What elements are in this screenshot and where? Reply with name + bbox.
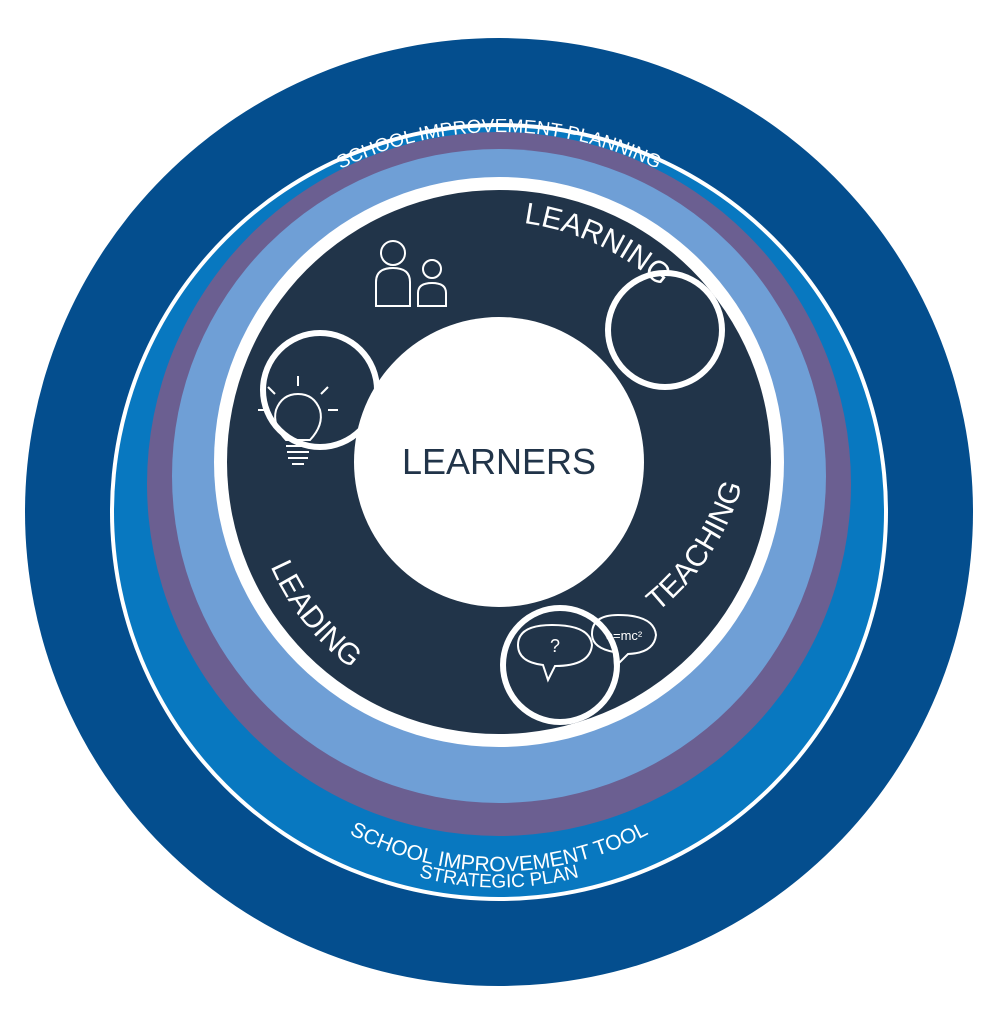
speech-bubbles-icon <box>516 613 658 683</box>
learners-center <box>361 324 637 600</box>
question-mark-glyph: ? <box>550 636 560 656</box>
core-ring <box>214 177 784 747</box>
learners-label: LEARNERS <box>402 441 596 482</box>
people-icon <box>375 240 447 307</box>
lightbulb-icon <box>258 376 338 465</box>
formula-glyph: e=mc² <box>606 628 643 643</box>
